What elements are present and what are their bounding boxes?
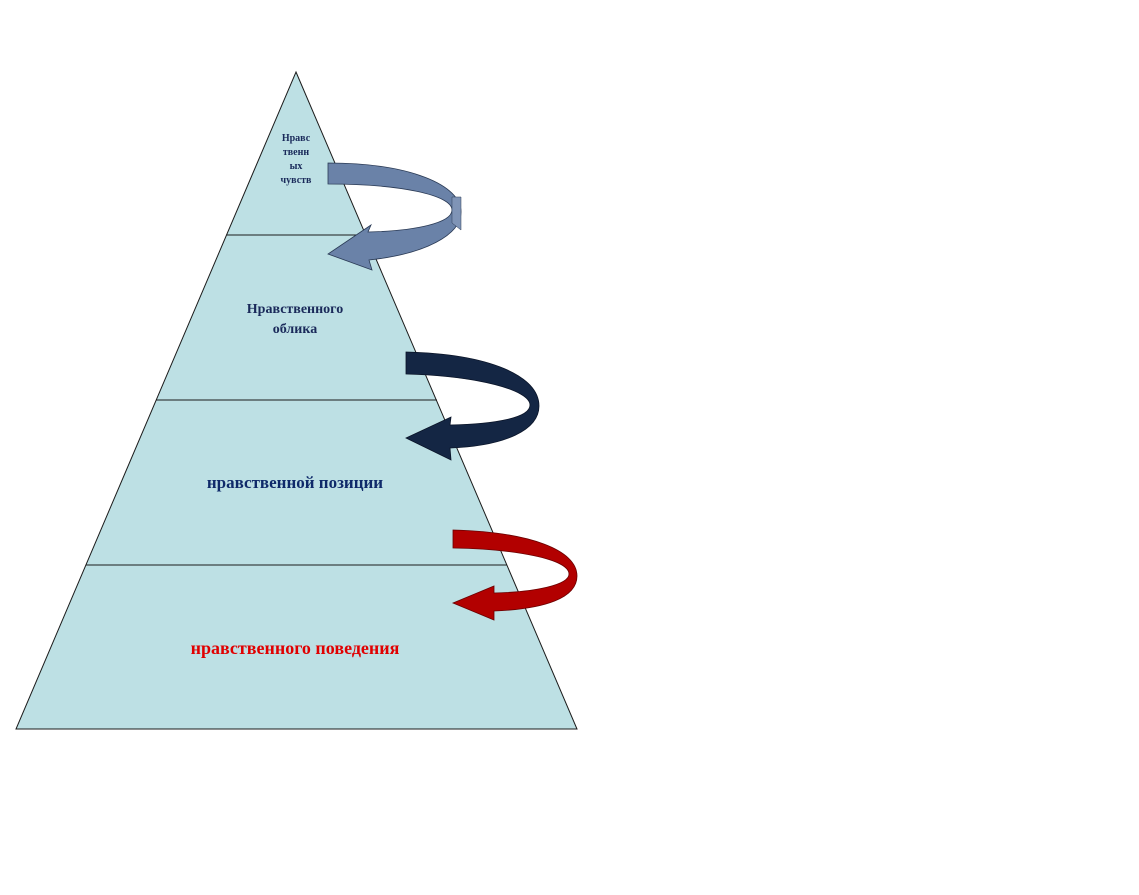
level-label-position: нравственной позиции <box>206 473 384 492</box>
level-label-appearance: Нравственного облика <box>246 302 344 337</box>
arrow-top <box>327 162 462 271</box>
arrow-top-inner-edge <box>451 196 462 231</box>
arrow-middle <box>405 351 540 461</box>
arrow-bottom <box>451 529 578 621</box>
level-label-behavior: нравственного поведения <box>190 638 400 658</box>
level-label-feelings: Нравс твенн ых чувств <box>280 133 312 186</box>
